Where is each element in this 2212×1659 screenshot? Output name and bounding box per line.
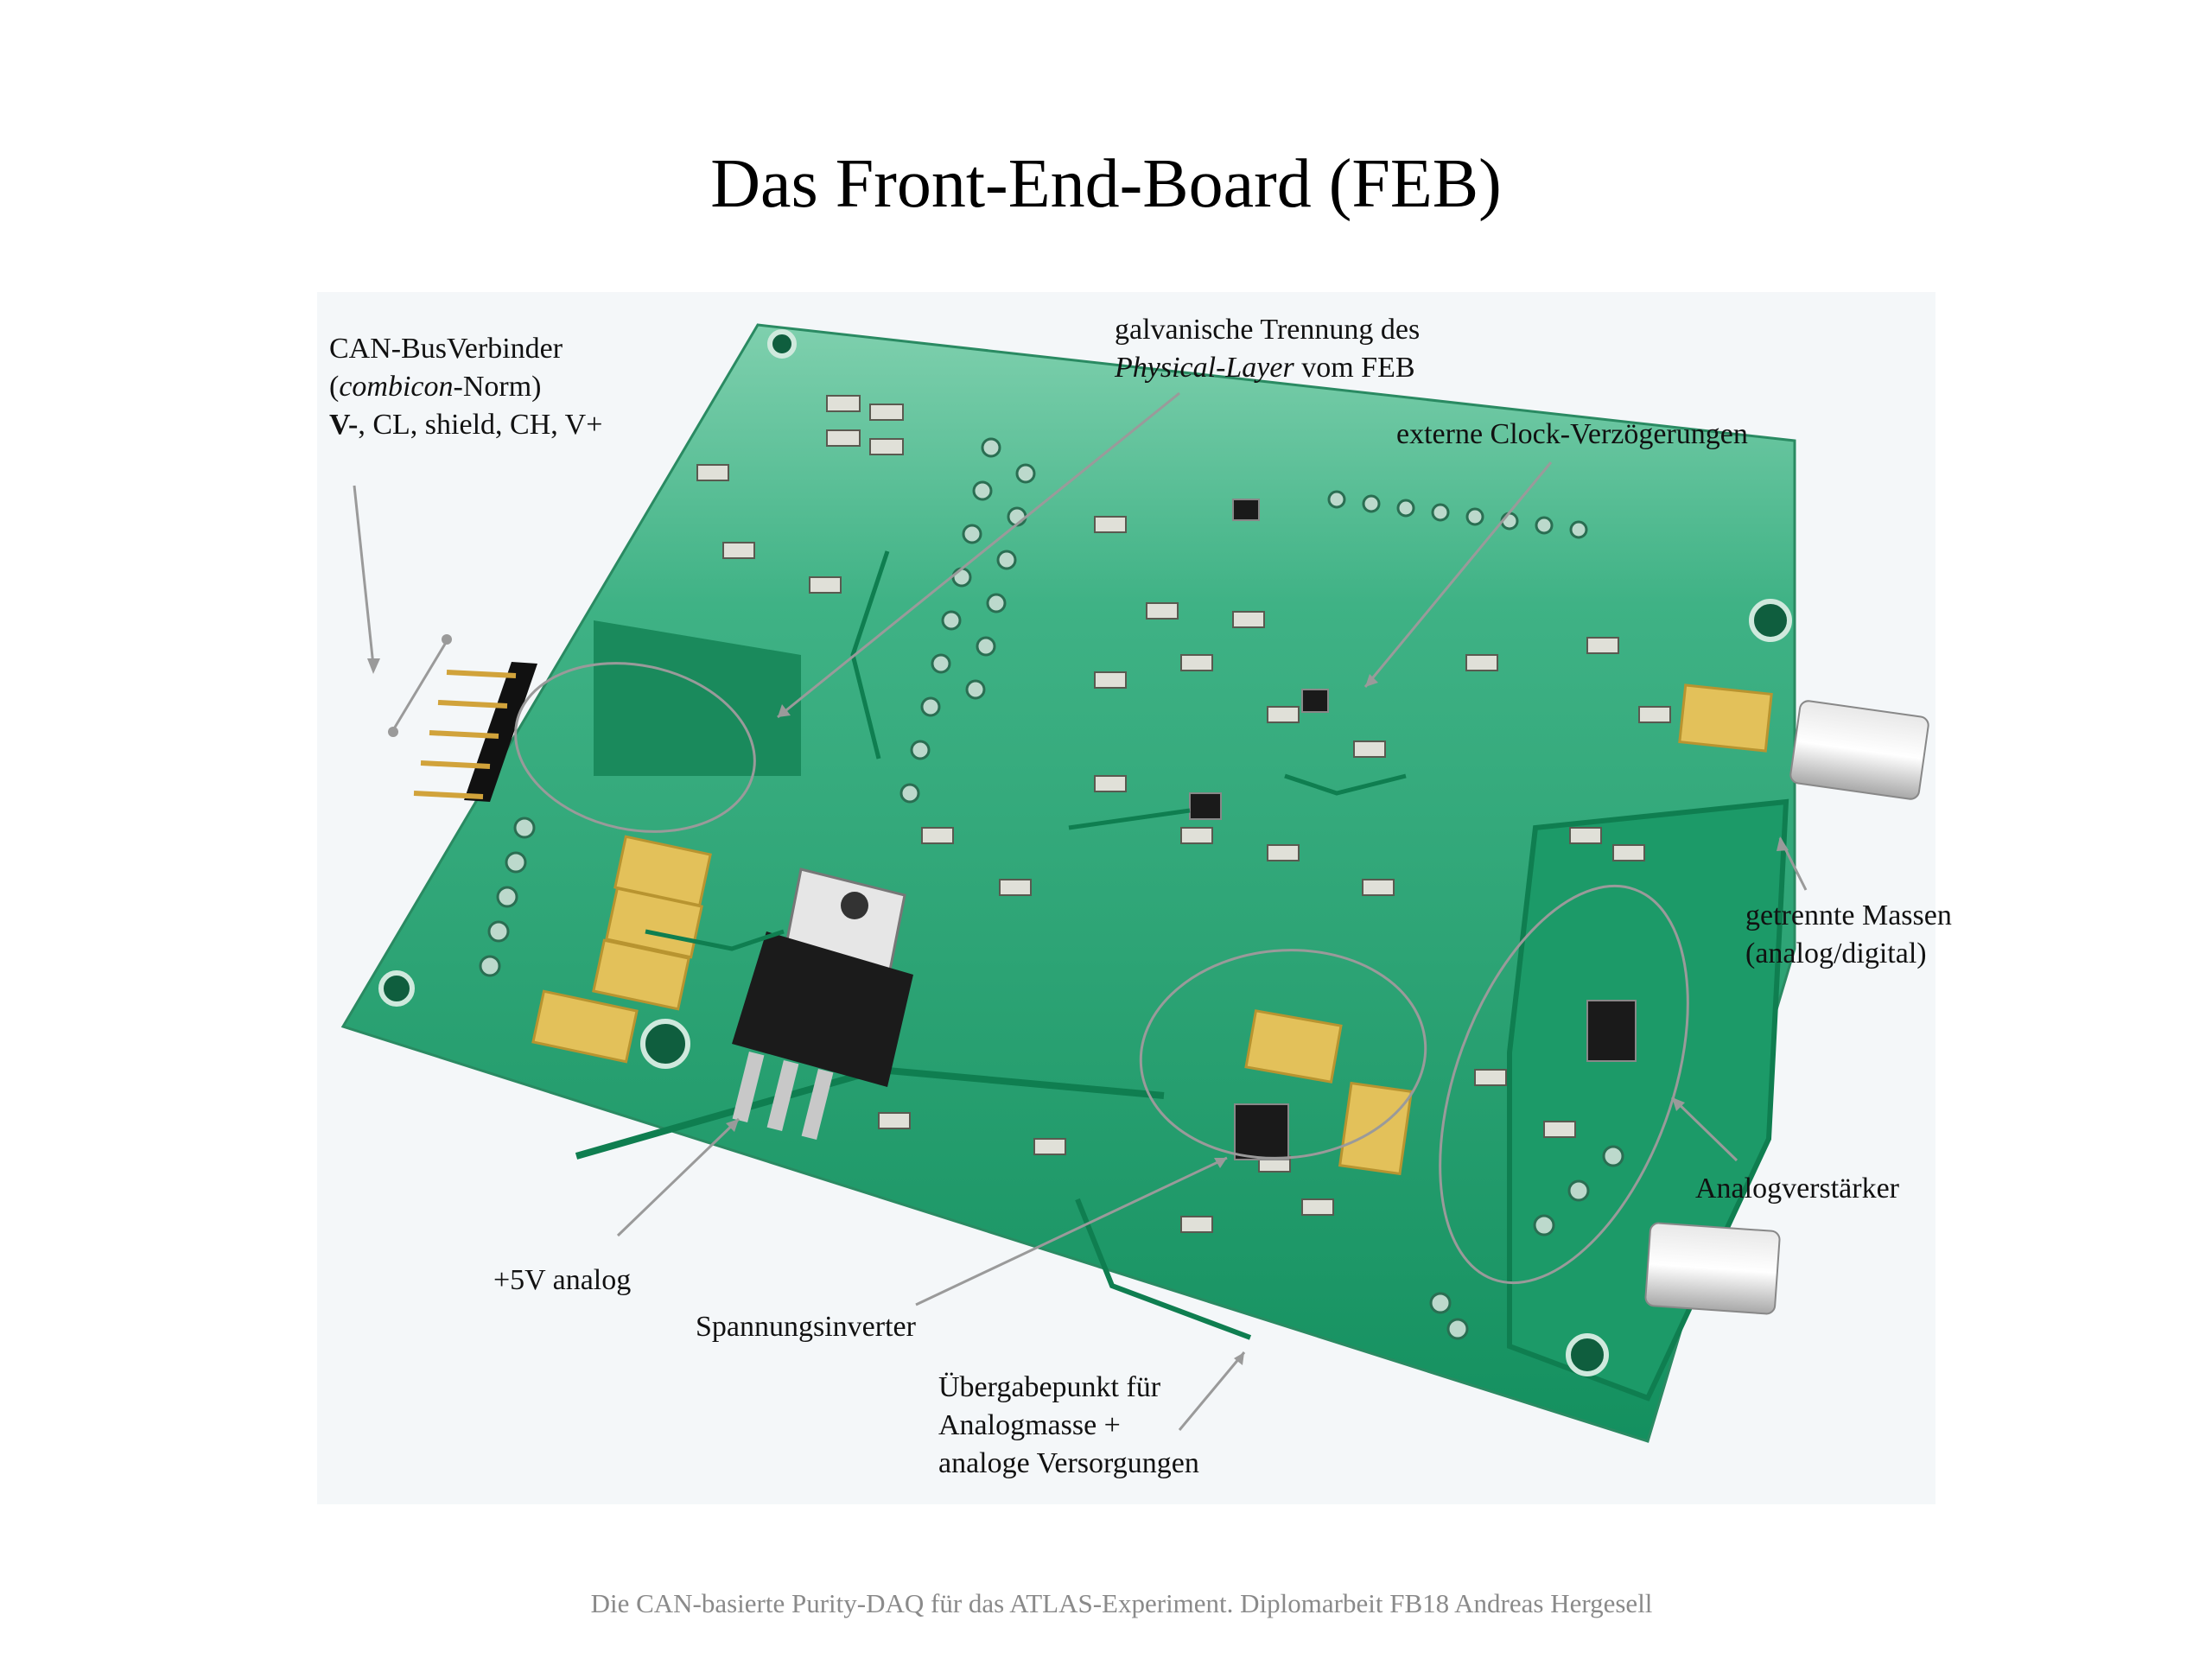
pcb-illustration bbox=[340, 323, 1929, 1443]
amplifier-label: Analogverstärker bbox=[1695, 1173, 1900, 1205]
separate-masses-label: getrennte Massen (analog/digital) bbox=[1745, 897, 1952, 973]
clock-delay-label: externe Clock-Verzögerungen bbox=[1396, 418, 1748, 450]
can-label-line2: (combicon-Norm) bbox=[329, 368, 602, 406]
galvanic-rest: vom FEB bbox=[1294, 352, 1415, 384]
can-label-italic: combicon bbox=[339, 371, 454, 403]
galvanic-line2: Physical-Layer vom FEB bbox=[1115, 349, 1420, 387]
can-label-line3: V-, CL, shield, CH, V+ bbox=[329, 406, 602, 444]
masses-line2: (analog/digital) bbox=[1745, 938, 1927, 969]
can-label-rest: -Norm) bbox=[453, 371, 542, 403]
galvanic-line1: galvanische Trennung des bbox=[1115, 314, 1421, 346]
plus5v-label: +5V analog bbox=[493, 1264, 632, 1296]
bnc-connector-icon bbox=[1644, 700, 1929, 1315]
can-label-line1: CAN-BusVerbinder bbox=[329, 333, 563, 365]
mounting-hole bbox=[767, 329, 797, 359]
voltage-regulator-icon bbox=[732, 868, 913, 1140]
can-label-bold: V- bbox=[329, 409, 359, 441]
can-connector-label: CAN-BusVerbinder (combicon-Norm) V-, CL,… bbox=[329, 330, 602, 444]
galvanic-isolation-label: galvanische Trennung des Physical-Layer … bbox=[1115, 311, 1420, 387]
can-label-pins: , CL, shield, CH, V+ bbox=[358, 409, 603, 441]
page-title: Das Front-End-Board (FEB) bbox=[710, 146, 1502, 222]
mounting-hole bbox=[1749, 599, 1792, 642]
inverter-ic bbox=[1234, 1103, 1289, 1160]
handover-line1: Übergabepunkt für bbox=[938, 1371, 1161, 1403]
handover-label: Übergabepunkt für Analogmasse + analoge … bbox=[938, 1369, 1199, 1483]
handover-line3: analoge Versorgungen bbox=[938, 1447, 1199, 1479]
handover-line2: Analogmasse + bbox=[938, 1409, 1121, 1441]
mounting-hole bbox=[378, 970, 415, 1007]
mounting-hole bbox=[1566, 1333, 1609, 1376]
can-label-paren: ( bbox=[329, 371, 340, 403]
pcb-photo bbox=[317, 292, 1936, 1504]
inverter-label: Spannungsinverter bbox=[696, 1311, 916, 1343]
galvanic-italic: Physical-Layer bbox=[1115, 352, 1294, 384]
masses-line1: getrennte Massen bbox=[1745, 899, 1952, 931]
footer-citation: Die CAN-basierte Purity-DAQ für das ATLA… bbox=[590, 1588, 1653, 1618]
